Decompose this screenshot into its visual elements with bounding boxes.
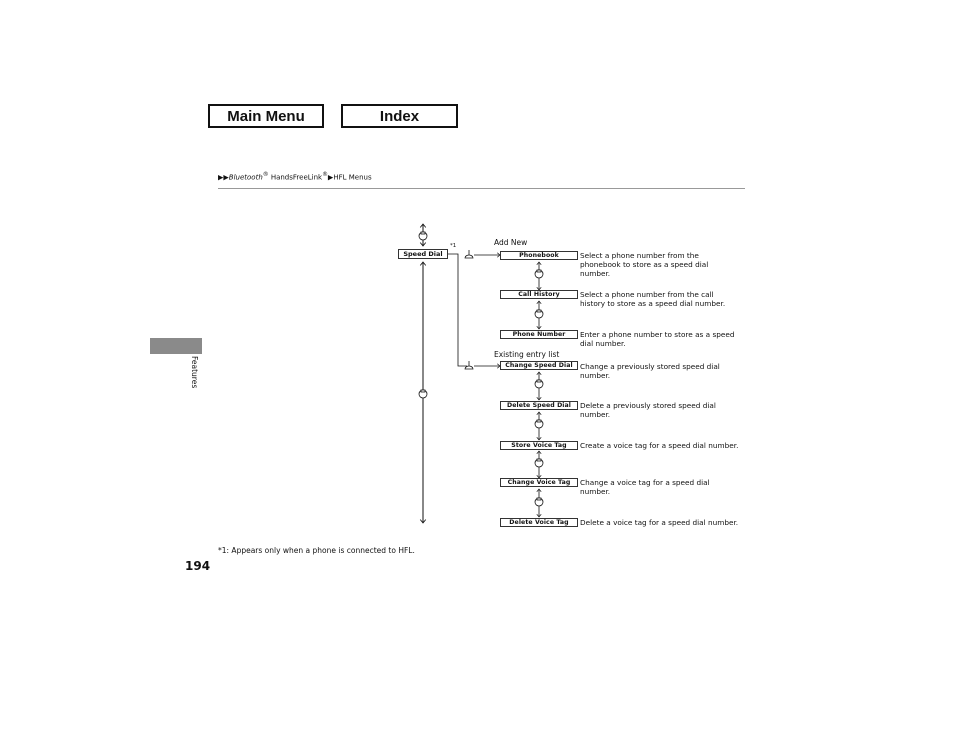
branch-connector [448, 253, 467, 367]
menu-item-change-voice-tag[interactable]: Change Voice Tag [500, 478, 578, 487]
breadcrumb-arrow-icon: ▶▶ [218, 173, 229, 182]
dial-rotate-icon [534, 379, 544, 389]
change-voice-tag-description: Change a voice tag for a speed dial numb… [580, 478, 710, 497]
call-history-description: Select a phone number from the call hist… [580, 290, 726, 309]
phone-number-description: Enter a phone number to store as a speed… [580, 330, 735, 349]
menu-item-change-speed-dial[interactable]: Change Speed Dial [500, 361, 578, 370]
phonebook-description: Select a phone number from the phonebook… [580, 251, 709, 279]
breadcrumb-hfl-menus: HFL Menus [333, 173, 372, 182]
section-tab-label: Features [190, 356, 199, 389]
registered-mark: ® [262, 172, 269, 178]
delete-speed-dial-description: Delete a previously stored speed dial nu… [580, 401, 716, 420]
existing-entry-label: Existing entry list [494, 350, 560, 359]
menu-item-delete-speed-dial[interactable]: Delete Speed Dial [500, 401, 578, 410]
main-menu-button[interactable]: Main Menu [208, 104, 324, 128]
dial-rotate-icon [534, 458, 544, 468]
dial-rotate-icon [534, 309, 544, 319]
index-button[interactable]: Index [341, 104, 458, 128]
dial-rotate-icon [534, 497, 544, 507]
speed-dial-footnote-ref: *1 [450, 243, 457, 249]
header-rule [218, 188, 745, 189]
dial-press-icon [464, 361, 474, 370]
breadcrumb-bluetooth[interactable]: Bluetooth [228, 173, 263, 182]
menu-item-phone-number[interactable]: Phone Number [500, 330, 578, 339]
dial-rotate-icon [418, 231, 428, 241]
menu-item-delete-voice-tag[interactable]: Delete Voice Tag [500, 518, 578, 527]
dial-rotate-icon [534, 419, 544, 429]
delete-voice-tag-description: Delete a voice tag for a speed dial numb… [580, 518, 739, 527]
add-new-label: Add New [494, 238, 528, 247]
dial-press-icon [464, 250, 474, 259]
breadcrumb-handsfreelink[interactable]: HandsFreeLink [268, 173, 323, 182]
menu-item-call-history[interactable]: Call History [500, 290, 578, 299]
store-voice-tag-description: Create a voice tag for a speed dial numb… [580, 441, 739, 450]
menu-item-phonebook[interactable]: Phonebook [500, 251, 578, 260]
menu-item-speed-dial[interactable]: Speed Dial [398, 249, 448, 259]
footnote: *1: Appears only when a phone is connect… [218, 546, 415, 555]
page-number: 194 [185, 559, 211, 573]
breadcrumb: ▶▶Bluetooth® HandsFreeLink®▶HFL Menus [218, 172, 372, 181]
breadcrumb-arrow-icon: ▶ [327, 173, 334, 182]
dial-rotate-icon [534, 269, 544, 279]
change-speed-dial-description: Change a previously stored speed dial nu… [580, 362, 720, 381]
menu-item-store-voice-tag[interactable]: Store Voice Tag [500, 441, 578, 450]
dial-rotate-icon [418, 389, 428, 399]
registered-mark: ® [322, 172, 328, 178]
section-tab [150, 338, 202, 354]
